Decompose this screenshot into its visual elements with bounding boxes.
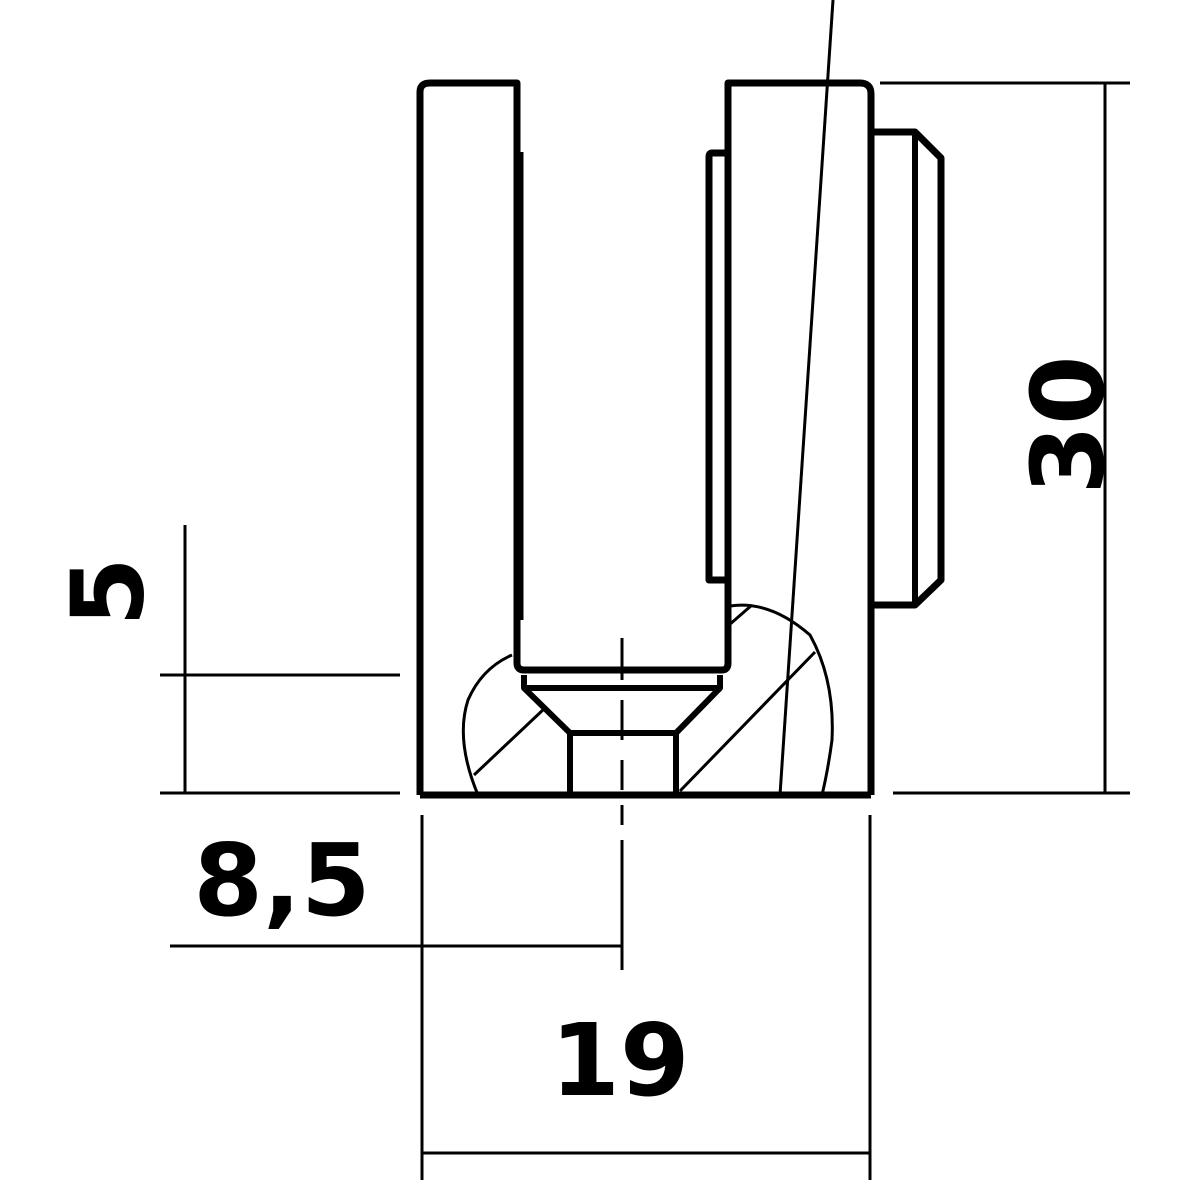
dim-width-label: 19 — [550, 1002, 689, 1119]
dim-height-label: 30 — [1009, 355, 1126, 494]
dimension-lines — [160, 81, 1130, 1180]
dim-offset-label: 8,5 — [193, 822, 370, 939]
clamp-body — [416, 79, 945, 799]
section-hatch — [461, 0, 835, 796]
dim-base-label: 5 — [49, 557, 166, 627]
